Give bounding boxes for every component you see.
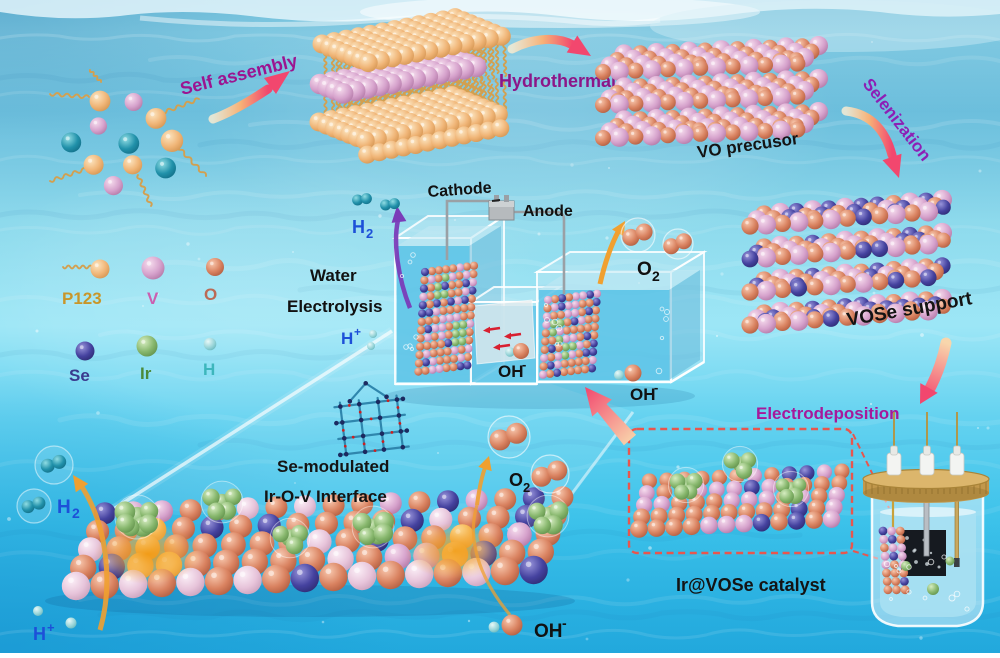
svg-text:-: - bbox=[522, 357, 526, 372]
svg-text:Se: Se bbox=[69, 366, 90, 385]
svg-text:Hydrothermal: Hydrothermal bbox=[499, 71, 616, 91]
svg-text:-: - bbox=[562, 615, 567, 631]
svg-text:Cathode: Cathode bbox=[427, 180, 492, 201]
svg-text:Water: Water bbox=[310, 266, 357, 285]
svg-text:Anode: Anode bbox=[523, 203, 573, 220]
svg-text:H: H bbox=[352, 217, 365, 237]
svg-text:P123: P123 bbox=[62, 289, 102, 308]
svg-text:H: H bbox=[33, 624, 46, 644]
svg-text:H: H bbox=[57, 497, 71, 518]
svg-text:+: + bbox=[354, 325, 361, 339]
svg-text:Electrodeposition: Electrodeposition bbox=[756, 404, 900, 423]
svg-text:Ir@VOSe catalyst: Ir@VOSe catalyst bbox=[676, 575, 826, 595]
svg-text:2: 2 bbox=[652, 268, 660, 284]
svg-text:H: H bbox=[341, 329, 353, 348]
svg-text:H: H bbox=[203, 360, 215, 379]
svg-text:2: 2 bbox=[366, 226, 373, 241]
svg-text:V: V bbox=[147, 289, 159, 308]
svg-text:2: 2 bbox=[72, 505, 80, 521]
svg-text:2: 2 bbox=[523, 480, 530, 495]
svg-text:Se-modulated: Se-modulated bbox=[277, 457, 389, 476]
svg-text:+: + bbox=[47, 620, 55, 635]
svg-text:OH: OH bbox=[630, 385, 656, 404]
svg-text:O: O bbox=[509, 470, 523, 490]
svg-text:Electrolysis: Electrolysis bbox=[287, 297, 382, 316]
svg-text:O: O bbox=[204, 285, 217, 304]
svg-text:Ir: Ir bbox=[140, 364, 152, 383]
svg-text:OH: OH bbox=[498, 362, 524, 381]
svg-text:Ir-O-V Interface: Ir-O-V Interface bbox=[264, 487, 387, 506]
svg-text:-: - bbox=[654, 380, 658, 395]
svg-text:O: O bbox=[637, 259, 652, 280]
svg-text:OH: OH bbox=[534, 621, 563, 642]
